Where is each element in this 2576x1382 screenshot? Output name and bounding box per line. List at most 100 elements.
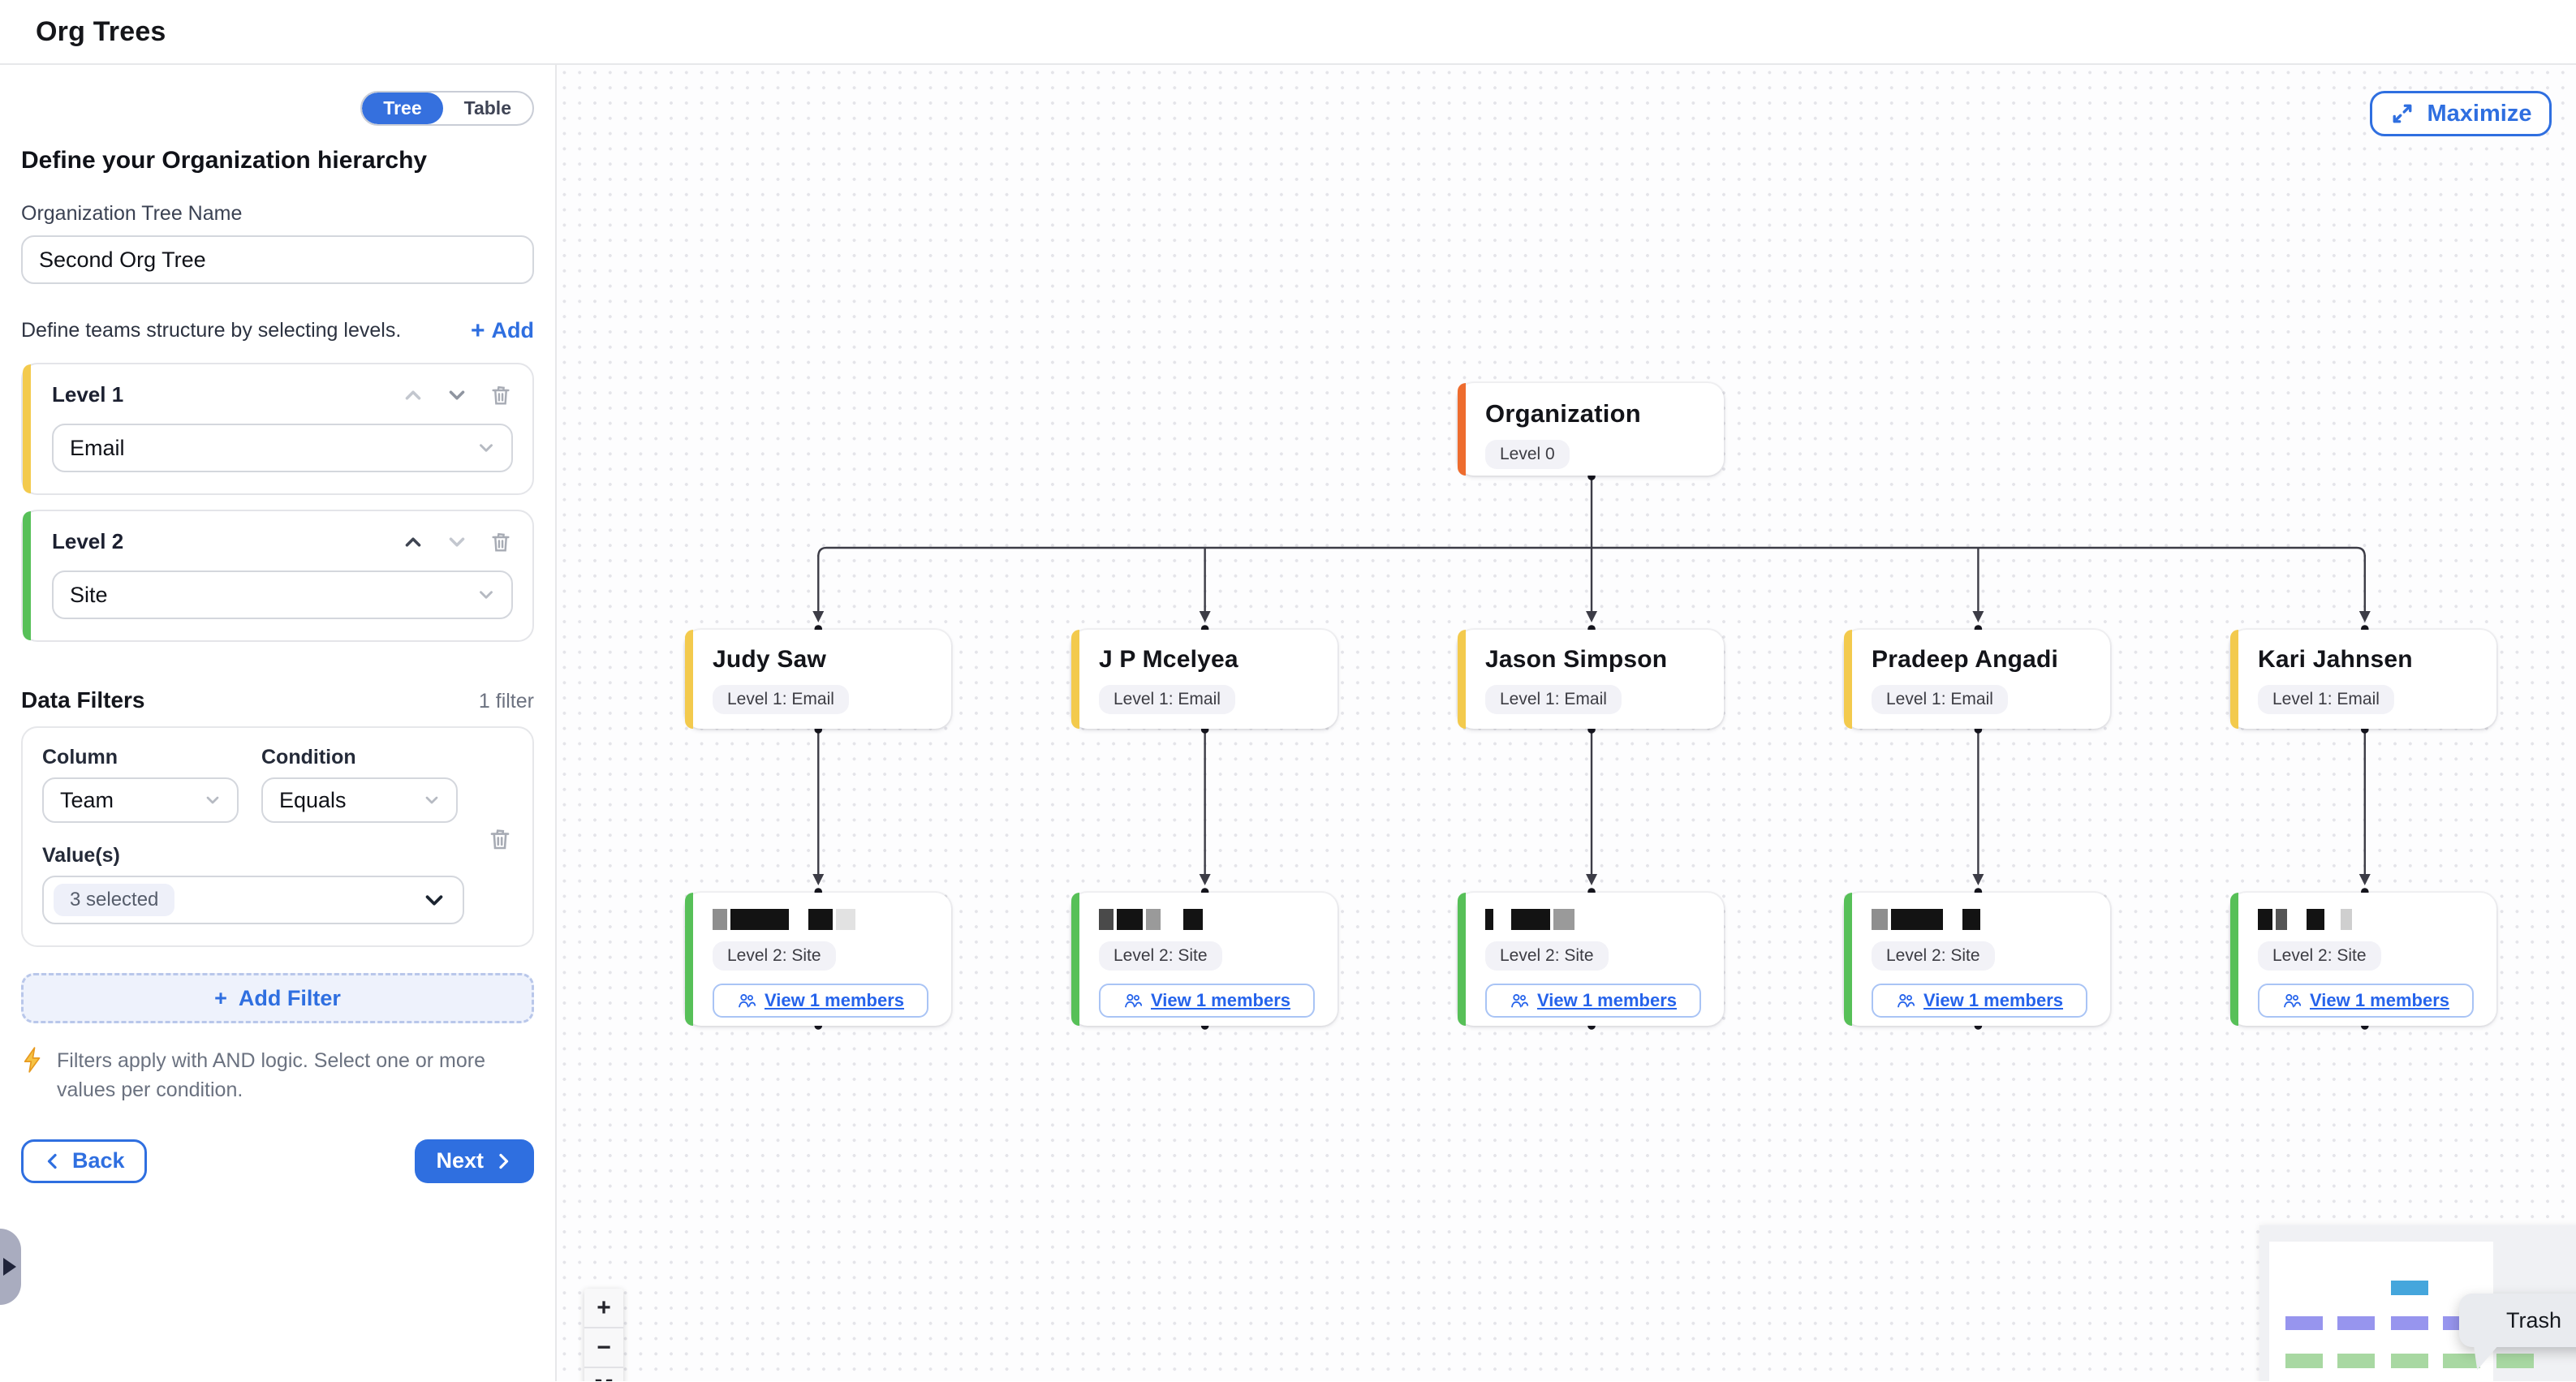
node-title: Kari Jahnsen [2258, 646, 2413, 673]
level2-select-value: Site [70, 582, 108, 607]
org-node-level2[interactable]: Level 2: Site View 1 members [1844, 893, 2110, 1026]
level1-accent-bar [23, 364, 31, 493]
level-badge: Level 1: Email [1872, 685, 2008, 714]
chevron-down-icon [206, 796, 219, 804]
org-node-level1[interactable]: Pradeep Angadi Level 1: Email [1844, 630, 2110, 729]
people-icon [1125, 994, 1143, 1008]
minimap-level2-node [2285, 1354, 2323, 1368]
trash-icon[interactable] [489, 383, 513, 407]
maximize-button[interactable]: Maximize [2370, 91, 2552, 136]
add-filter-button[interactable]: + Add Filter [21, 973, 534, 1023]
view-members-button[interactable]: View 1 members [1872, 984, 2087, 1018]
next-button[interactable]: Next [415, 1139, 534, 1183]
org-tree-canvas[interactable]: Maximize Organization Level 0 Judy Saw L… [557, 65, 2576, 1381]
level1-select[interactable]: Email [52, 424, 513, 472]
level2-accent-bar [23, 511, 31, 640]
org-node-level1[interactable]: Judy Saw Level 1: Email [685, 630, 951, 729]
toggle-table[interactable]: Table [463, 97, 511, 118]
zoom-in-button[interactable]: + [584, 1289, 623, 1328]
back-label: Back [72, 1148, 125, 1173]
node-accent [1458, 383, 1466, 476]
chevron-left-icon [47, 1153, 57, 1169]
filter-count: 1 filter [478, 690, 534, 713]
level-badge: Level 2: Site [2258, 941, 2381, 971]
level-badge: Level 2: Site [713, 941, 836, 971]
fit-view-icon [595, 1379, 613, 1381]
trash-icon[interactable] [489, 530, 513, 554]
add-level-button[interactable]: + Add [471, 318, 534, 343]
filters-note: Filters apply with AND logic. Select one… [57, 1049, 485, 1102]
back-button[interactable]: Back [21, 1139, 147, 1183]
fit-view-button[interactable] [584, 1368, 623, 1381]
org-node-level2[interactable]: Level 2: Site View 1 members [685, 893, 951, 1026]
minimap-level2-node [2337, 1354, 2375, 1368]
minimap-level1-node [2285, 1316, 2323, 1330]
chevron-down-icon [425, 796, 438, 804]
view-members-button[interactable]: View 1 members [2258, 984, 2474, 1018]
level2-title: Level 2 [52, 529, 124, 553]
chevron-down-icon[interactable] [445, 383, 469, 407]
node-accent [1071, 630, 1079, 729]
column-select[interactable]: Team [42, 777, 239, 823]
node-accent [1844, 893, 1852, 1026]
condition-select-value: Equals [279, 787, 347, 812]
view-members-button[interactable]: View 1 members [1099, 984, 1315, 1018]
view-members-button[interactable]: View 1 members [713, 984, 928, 1018]
redacted-title [1872, 907, 2091, 930]
org-node-level2[interactable]: Level 2: Site View 1 members [2230, 893, 2496, 1026]
level1-select-value: Email [70, 435, 125, 460]
minimap-viewport [2269, 1242, 2534, 1381]
redacted-title [1485, 907, 1704, 930]
view-members-label: View 1 members [1150, 990, 1291, 1010]
zoom-out-button[interactable]: − [584, 1328, 623, 1368]
view-members-label: View 1 members [2309, 990, 2450, 1010]
selected-count-chip: 3 selected [54, 884, 175, 916]
level-card-1: Level 1 Email [21, 363, 534, 495]
org-node-root[interactable]: Organization Level 0 [1458, 383, 1724, 476]
node-accent [1458, 630, 1466, 729]
chevron-down-icon[interactable] [445, 530, 469, 554]
chevron-down-icon [480, 444, 493, 452]
view-members-button[interactable]: View 1 members [1485, 984, 1701, 1018]
toggle-tree[interactable]: Tree [362, 93, 443, 124]
node-accent [2230, 630, 2238, 729]
plus-icon: + [214, 985, 227, 1010]
node-accent [1458, 893, 1466, 1026]
level-badge: Level 1: Email [1485, 685, 1622, 714]
minimap-root-node [2391, 1281, 2428, 1295]
maximize-label: Maximize [2427, 100, 2532, 127]
page-title: Org Trees [36, 15, 166, 47]
add-level-label: Add [491, 318, 534, 342]
org-node-level1[interactable]: Jason Simpson Level 1: Email [1458, 630, 1724, 729]
chevron-up-icon[interactable] [401, 383, 425, 407]
next-label: Next [436, 1148, 484, 1173]
chevron-up-icon[interactable] [401, 530, 425, 554]
org-node-level2[interactable]: Level 2: Site View 1 members [1458, 893, 1724, 1026]
filter-card: Column Team Condition Equals [21, 726, 534, 947]
org-node-level2[interactable]: Level 2: Site View 1 members [1071, 893, 1338, 1026]
node-accent [2230, 893, 2238, 1026]
tree-name-input[interactable] [21, 235, 534, 284]
condition-select[interactable]: Equals [261, 777, 458, 823]
node-accent [685, 630, 693, 729]
values-multiselect[interactable]: 3 selected [42, 876, 464, 924]
config-sidebar: Tree Table Define your Organization hier… [0, 65, 557, 1381]
chevron-right-icon [499, 1153, 509, 1169]
level1-title: Level 1 [52, 382, 124, 407]
redacted-title [2258, 907, 2477, 930]
sidebar-collapse-handle[interactable] [0, 1229, 21, 1305]
org-node-level1[interactable]: J P Mcelyea Level 1: Email [1071, 630, 1338, 729]
trash-tooltip: Trash [2459, 1294, 2576, 1347]
page-header: Org Trees [0, 0, 2576, 65]
view-mode-toggle: Tree Table [360, 91, 534, 126]
column-label: Column [42, 746, 118, 768]
trash-icon[interactable] [487, 826, 513, 852]
org-node-level1[interactable]: Kari Jahnsen Level 1: Email [2230, 630, 2496, 729]
node-accent [1844, 630, 1852, 729]
level-badge: Level 1: Email [1099, 685, 1235, 714]
level2-select[interactable]: Site [52, 570, 513, 619]
level-badge: Level 0 [1485, 440, 1570, 469]
level-badge: Level 2: Site [1872, 941, 1995, 971]
data-filters-title: Data Filters [21, 687, 145, 713]
